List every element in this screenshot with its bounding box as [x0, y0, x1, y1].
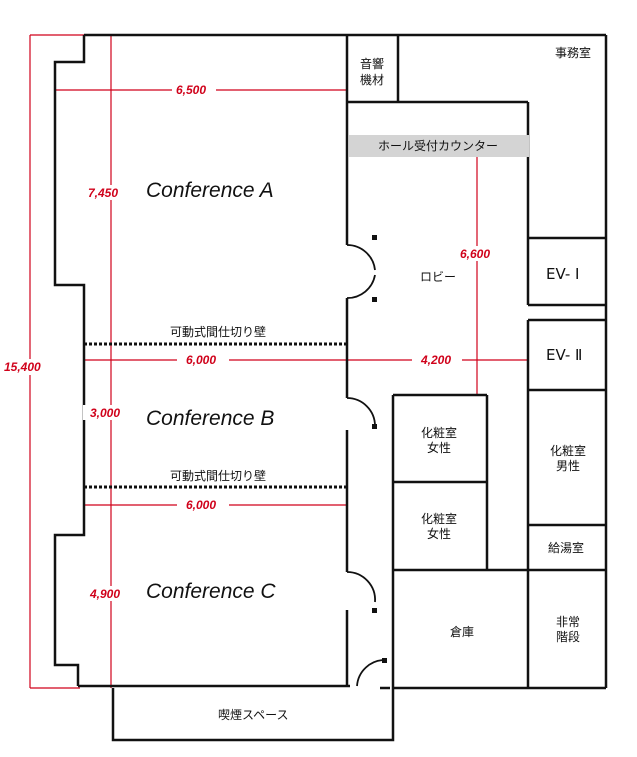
ev1-label: EV- Ⅰ: [546, 265, 579, 283]
dim-lobby-width: 4,200: [420, 353, 451, 367]
conference-a-label: Conference A: [146, 179, 274, 202]
dim-conf-b-width: 6,000: [186, 353, 216, 367]
partition-upper-label: 可動式間仕切り壁: [170, 324, 266, 339]
sound-equipment-label-1: 音響: [360, 56, 384, 71]
storage-label: 倉庫: [450, 624, 474, 639]
emergency-stairs-label-2: 階段: [556, 629, 580, 644]
restroom-men-label-2: 男性: [556, 459, 580, 473]
smoking-space-label: 喫煙スペース: [218, 708, 289, 722]
doors: [346, 244, 386, 687]
restroom-men-label-1: 化粧室: [550, 443, 586, 458]
door-hinges: [372, 235, 387, 663]
restroom-women-2-label-1: 化粧室: [421, 511, 457, 526]
reception-counter-label: ホール受付カウンター: [378, 139, 498, 153]
dimension-label-backgrounds: [1, 82, 499, 601]
dim-total-height: 15,400: [4, 360, 41, 374]
office-label: 事務室: [555, 45, 591, 60]
dim-conf-a-width: 6,500: [176, 83, 206, 97]
reception-counter: [349, 135, 529, 157]
dim-conf-b-height: 3,000: [90, 406, 120, 420]
walls: [53, 33, 608, 742]
partition-lower-label: 可動式間仕切り壁: [170, 468, 266, 483]
conference-b-label: Conference B: [146, 407, 274, 430]
dim-conf-a-height: 7,450: [88, 186, 118, 200]
ev2-label: EV- Ⅱ: [546, 346, 582, 364]
dim-conf-c-width: 6,000: [186, 498, 216, 512]
restroom-women-1-label-1: 化粧室: [421, 425, 457, 440]
restroom-women-1-label-2: 女性: [427, 440, 451, 455]
emergency-stairs-label-1: 非常: [556, 615, 580, 629]
dim-lobby-height: 6,600: [460, 247, 490, 261]
dim-conf-c-height: 4,900: [89, 587, 120, 601]
restroom-women-2-label-2: 女性: [427, 526, 451, 541]
lobby-label: ロビー: [420, 270, 456, 284]
sound-equipment-label-2: 機材: [360, 72, 384, 87]
conference-c-label: Conference C: [146, 580, 276, 603]
kitchenette-label: 給湯室: [548, 540, 584, 555]
movable-partitions: [84, 342, 347, 489]
